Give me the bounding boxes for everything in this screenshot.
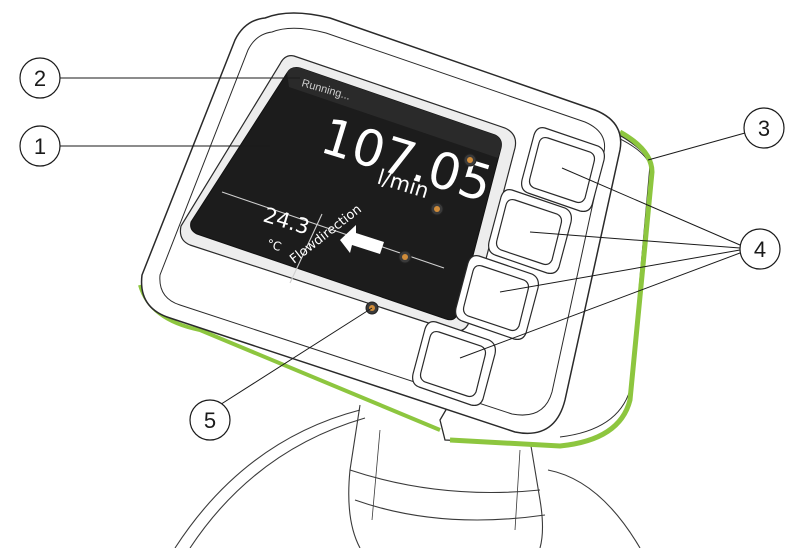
- flow-direction-arrow-icon: [340, 225, 384, 254]
- callout-3-number: 3: [758, 116, 770, 141]
- button-3[interactable]: [455, 255, 539, 340]
- callout-1: 1: [19, 125, 61, 167]
- temperature-unit: °C: [265, 236, 283, 254]
- callout-1-number: 1: [34, 134, 46, 159]
- lcd-divider-vertical: [289, 213, 323, 284]
- callout-3: 3: [743, 107, 785, 149]
- accent-ring: [449, 129, 655, 449]
- callout-2-number: 2: [34, 66, 46, 91]
- leader-lines: [60, 77, 746, 409]
- callout-5-number: 5: [204, 408, 216, 433]
- callout-5: 5: [189, 399, 231, 441]
- callout-4: 4: [739, 228, 781, 270]
- callout-2: 2: [19, 57, 61, 99]
- button-indicator-leds: [365, 153, 477, 315]
- button-4[interactable]: [412, 321, 496, 406]
- button-2[interactable]: [488, 189, 572, 274]
- button-1[interactable]: [521, 127, 605, 212]
- pipe-base: [174, 404, 641, 548]
- callout-4-number: 4: [754, 237, 766, 262]
- buttons: [412, 127, 605, 406]
